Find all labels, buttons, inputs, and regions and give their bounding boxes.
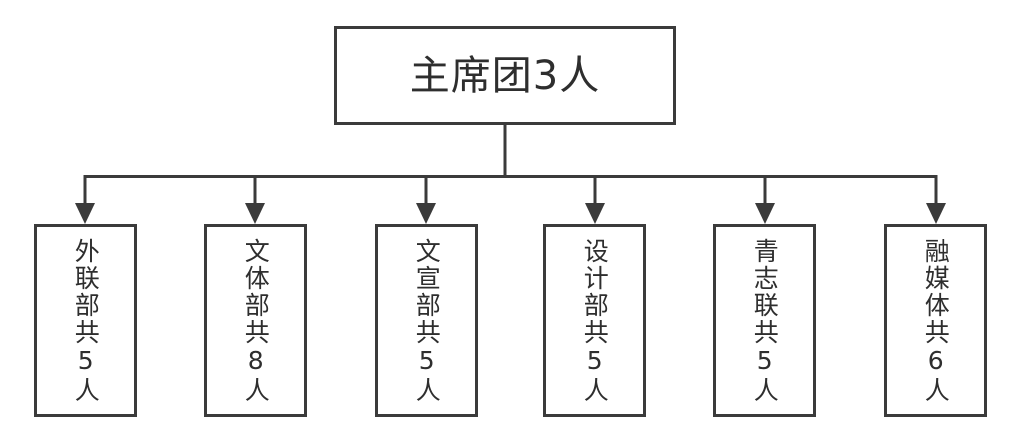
child-node-label: 文宣部共5人 [412, 237, 442, 404]
arrowhead-5 [755, 203, 775, 224]
arrowhead-4 [585, 203, 605, 224]
arrowhead-6 [926, 203, 946, 224]
child-node-design[interactable]: 设计部共5人 [543, 224, 646, 417]
child-node-media-convergence[interactable]: 融媒体共6人 [884, 224, 987, 417]
child-node-label: 文体部共8人 [241, 237, 271, 404]
child-node-label: 青志联共5人 [750, 237, 780, 404]
root-node-presidium[interactable]: 主席团3人 [334, 26, 676, 125]
child-node-label: 融媒体共6人 [921, 237, 951, 404]
arrowhead-1 [75, 203, 95, 224]
child-node-external-liaison[interactable]: 外联部共5人 [34, 224, 137, 417]
child-node-label: 外联部共5人 [71, 237, 101, 404]
child-node-youth-volunteer[interactable]: 青志联共5人 [713, 224, 816, 417]
arrowhead-3 [416, 203, 436, 224]
child-node-culture-sports[interactable]: 文体部共8人 [204, 224, 307, 417]
arrowhead-2 [245, 203, 265, 224]
root-node-label: 主席团3人 [409, 52, 601, 99]
child-node-label: 设计部共5人 [580, 237, 610, 404]
child-node-publicity[interactable]: 文宣部共5人 [375, 224, 478, 417]
